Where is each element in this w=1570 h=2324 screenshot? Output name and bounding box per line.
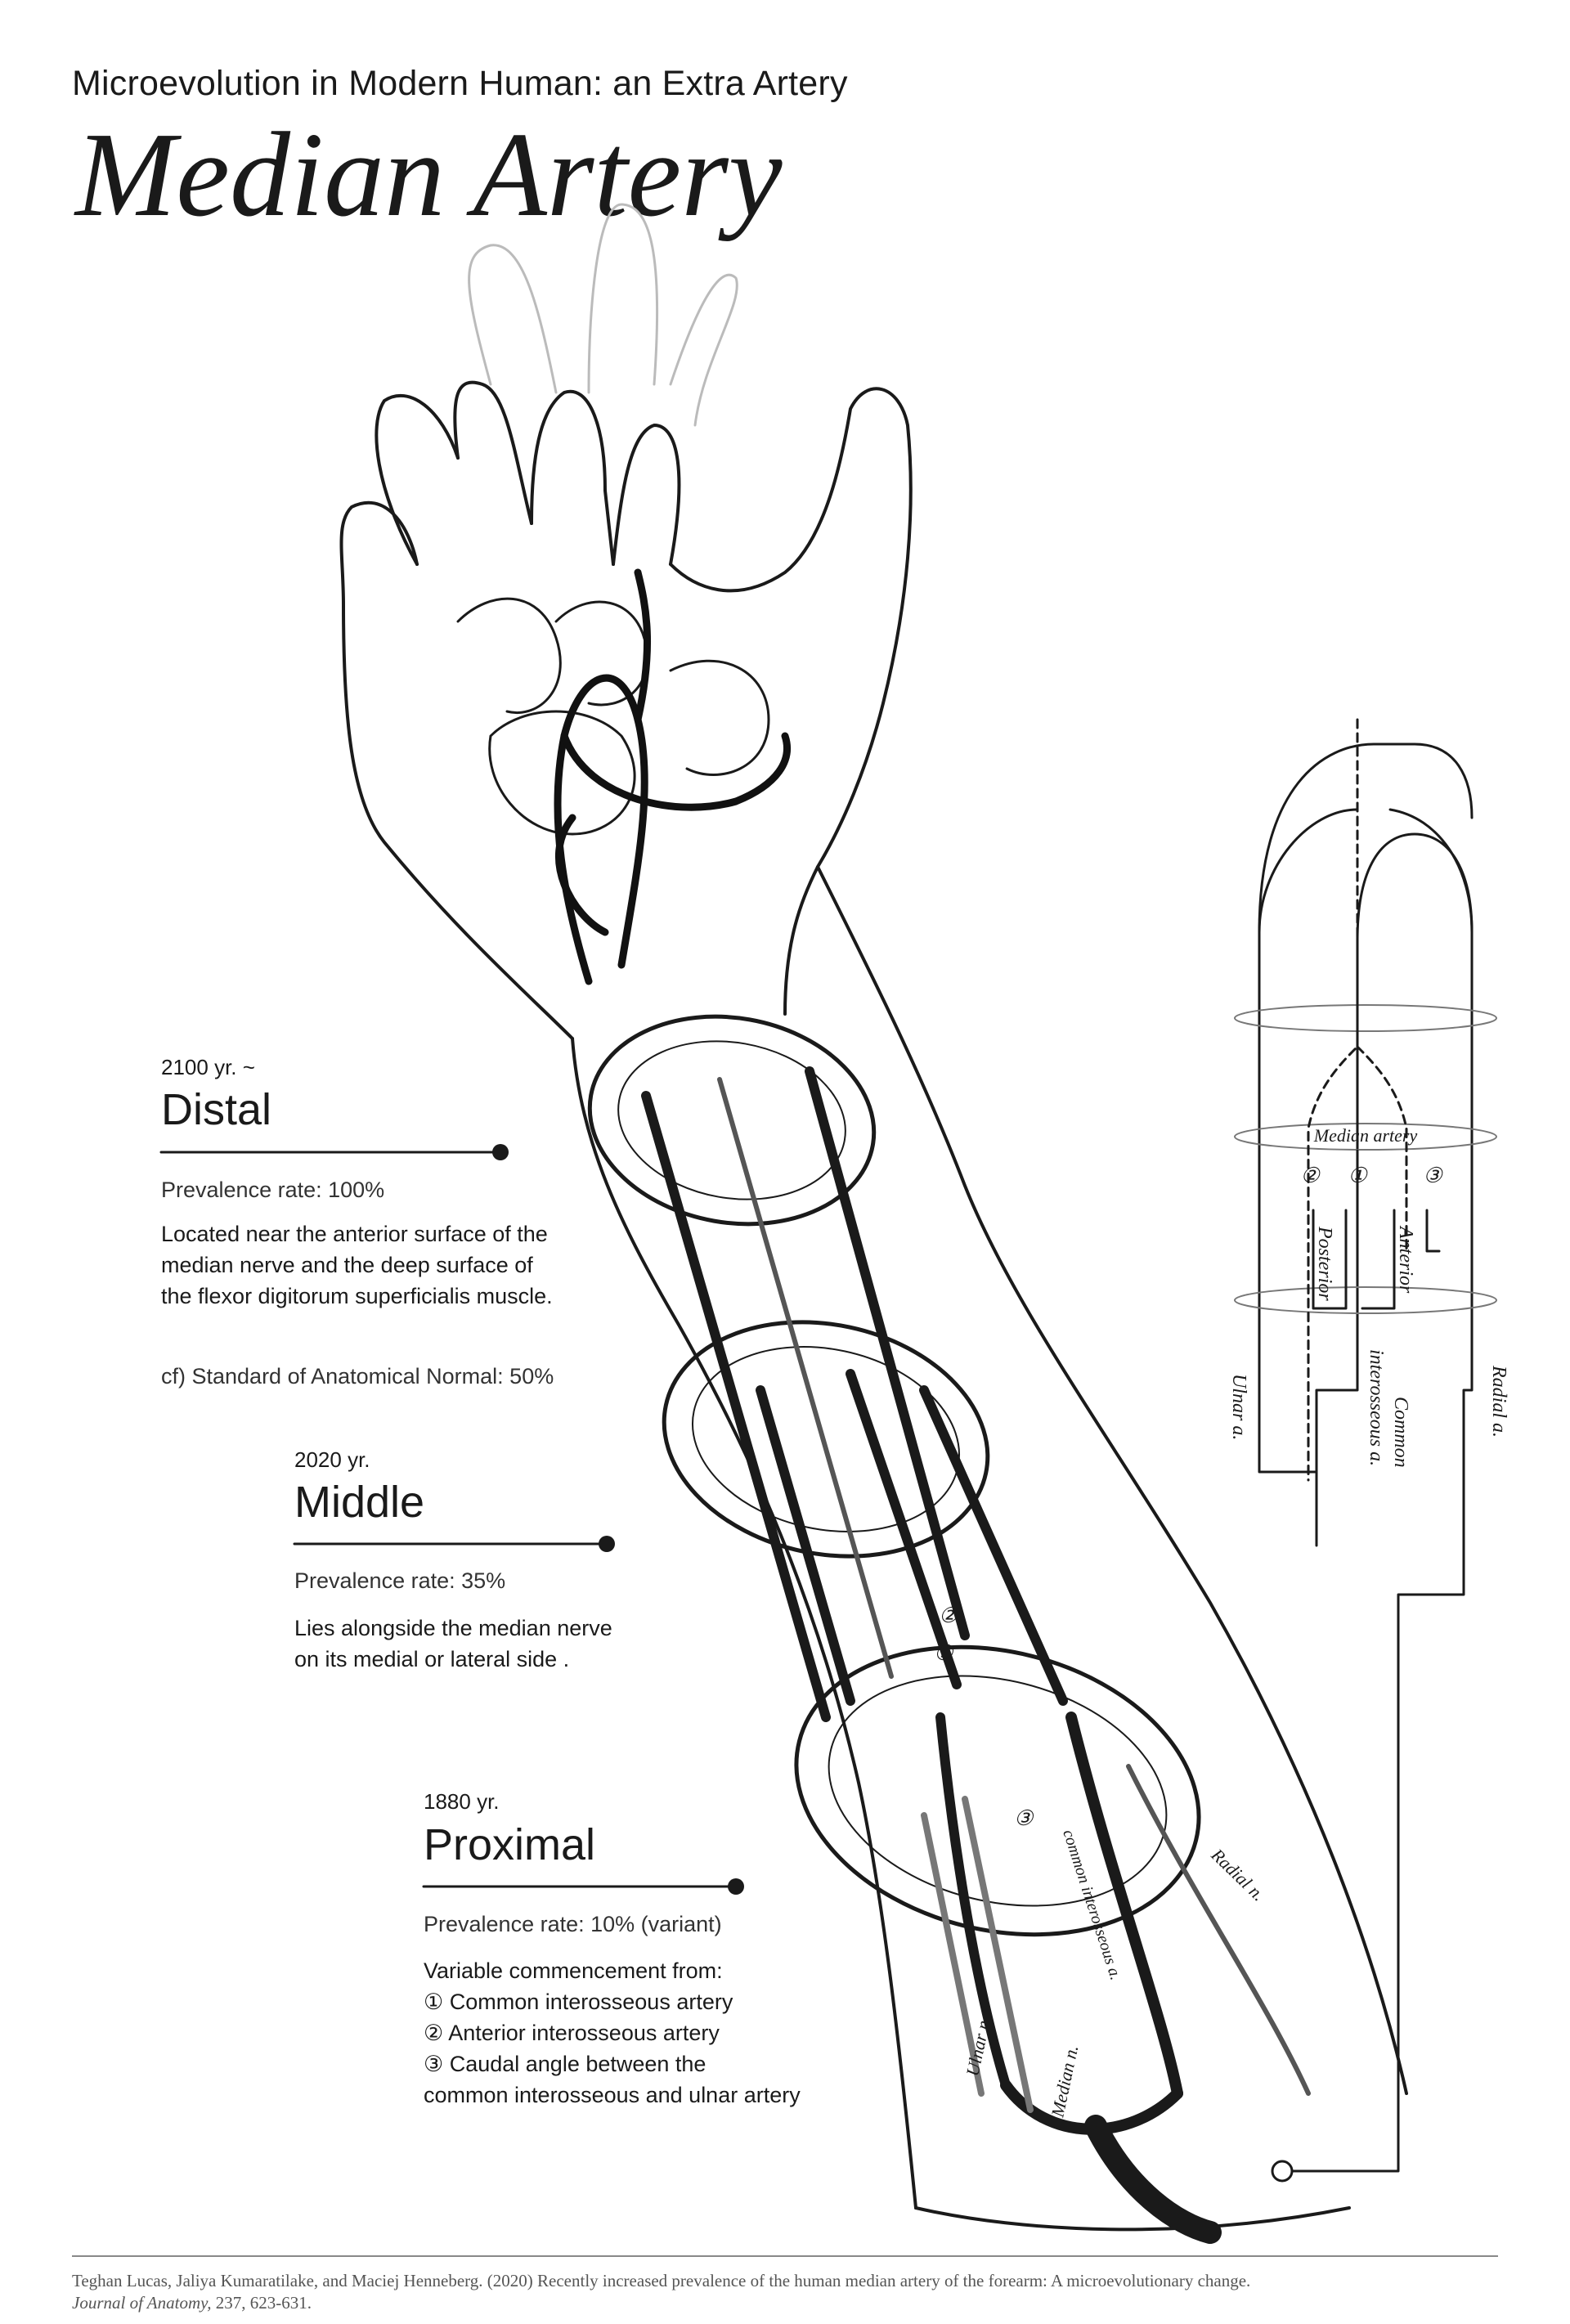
citation-pages: 237, 623-631.	[215, 2293, 312, 2313]
distal-description: Located near the anterior surface of the…	[161, 1218, 553, 1312]
middle-rate: Prevalence rate: 35%	[294, 1568, 506, 1593]
schematic-anterior-label: Anterior	[1395, 1225, 1416, 1294]
vessels	[641, 1066, 1311, 2244]
illustration-marker-3: ③	[1014, 1806, 1034, 1830]
citation-journal: Journal of Anatomy, 237, 623-631.	[72, 2293, 312, 2313]
schematic-ulnar-label: Ulnar a.	[1228, 1374, 1249, 1440]
middle-description-line: Lies alongside the median nerve	[294, 1616, 612, 1640]
leader-lines	[159, 1151, 738, 1888]
distal-rate: Prevalence rate: 100%	[161, 1178, 385, 1202]
schematic-common-label: Common	[1390, 1397, 1411, 1468]
schematic-radial-label: Radial a.	[1488, 1365, 1509, 1438]
proximal-description-line: common interosseous and ulnar artery	[424, 2083, 801, 2107]
common-interosseous-label: common interosseous a.	[1059, 1828, 1124, 1982]
schematic-marker-2: ③	[1423, 1164, 1443, 1187]
cross-section-distal	[587, 1014, 877, 1227]
distal-heading: Distal	[161, 1085, 272, 1134]
forearm-outline	[571, 865, 1408, 2232]
distal-era: 2100 yr. ~	[161, 1055, 255, 1079]
illustration-marker-1: ①	[934, 1641, 954, 1665]
distal-description-line: the flexor digitorum superficialis muscl…	[161, 1284, 553, 1308]
distal-description-line: median nerve and the deep surface of	[161, 1253, 533, 1277]
citation-journal-name: Journal of Anatomy,	[72, 2293, 212, 2313]
middle-description: Lies alongside the median nerve on its m…	[294, 1613, 612, 1675]
middle-heading: Middle	[294, 1478, 425, 1527]
schematic-diagram	[1234, 718, 1497, 2183]
middle-era: 2020 yr.	[294, 1447, 370, 1472]
radial-nerve-label: Radial n.	[1207, 1844, 1269, 1905]
proximal-rate: Prevalence rate: 10% (variant)	[424, 1912, 722, 1936]
page-title: Median Artery	[75, 108, 783, 242]
illustration-marker-2: ②	[939, 1604, 959, 1627]
proximal-description-line: ① Common interosseous artery	[424, 1990, 733, 2014]
proximal-era: 1880 yr.	[424, 1789, 500, 1814]
schematic-marker-1: ①	[1348, 1164, 1368, 1187]
citation-authors: Teghan Lucas, Jaliya Kumaratilake, and M…	[72, 2271, 1251, 2290]
footer-divider	[72, 2255, 1498, 2257]
proximal-description-line: ② Anterior interosseous artery	[424, 2021, 720, 2045]
schematic-median-artery-label: Median artery	[1313, 1125, 1418, 1146]
proximal-heading: Proximal	[424, 1820, 596, 1869]
proximal-description: Variable commencement from: ① Common int…	[424, 1955, 801, 2111]
hand-outline-faint	[468, 203, 738, 427]
leader-dots	[492, 1144, 744, 1895]
cross-section-middle	[662, 1320, 990, 1559]
hand-arteries	[554, 568, 791, 985]
median-nerve-label: Median n.	[1047, 2044, 1082, 2120]
distal-note: cf) Standard of Anatomical Normal: 50%	[161, 1364, 554, 1389]
schematic-interosseous-label: interosseous a.	[1366, 1349, 1387, 1466]
subtitle: Microevolution in Modern Human: an Extra…	[72, 64, 848, 103]
schematic-posterior-label: Posterior	[1314, 1226, 1335, 1301]
proximal-description-line: Variable commencement from:	[424, 1958, 723, 1983]
proximal-description-line: ③ Caudal angle between the	[424, 2052, 706, 2076]
middle-description-line: on its medial or lateral side .	[294, 1647, 570, 1671]
schematic-marker-3: ②	[1300, 1164, 1321, 1187]
distal-description-line: Located near the anterior surface of the	[161, 1222, 548, 1246]
